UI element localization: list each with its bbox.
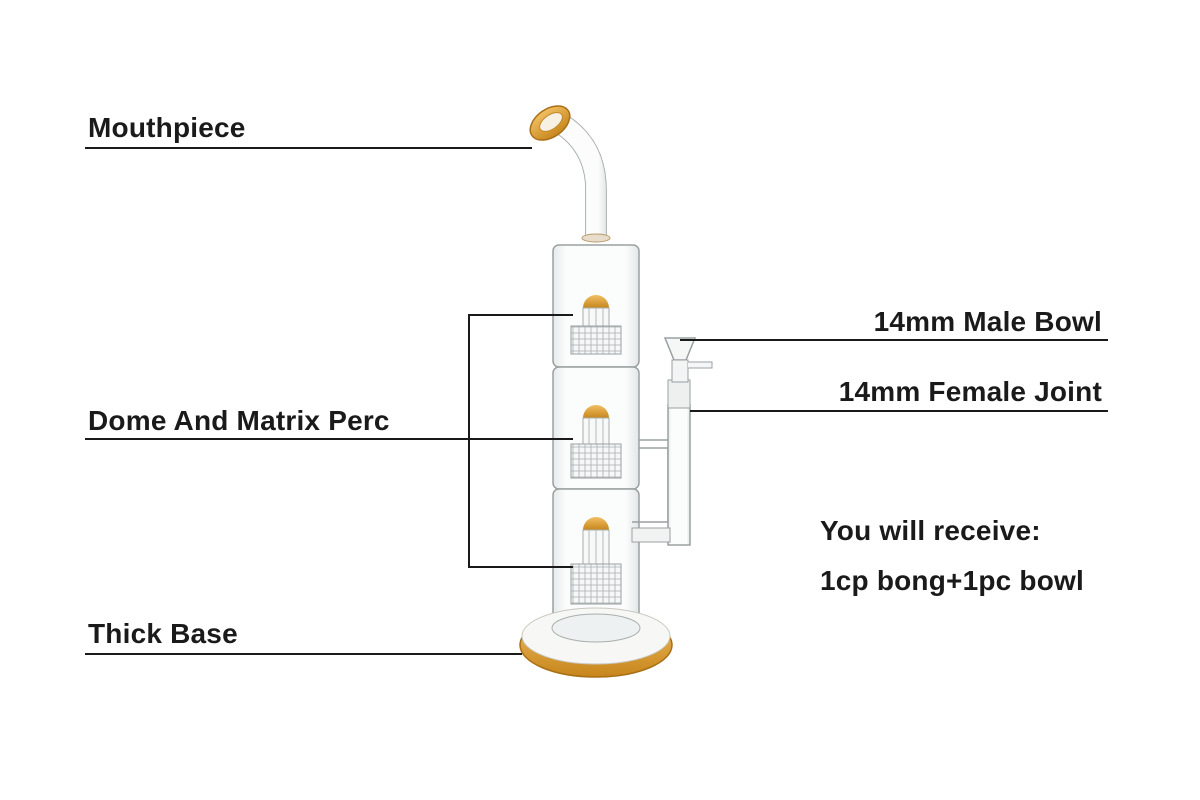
mouthpiece-label: Mouthpiece (88, 112, 246, 143)
thick-base-label: Thick Base (88, 618, 238, 649)
female-joint-leader-line (690, 410, 1108, 412)
receive-contents: 1cp bong+1pc bowl (820, 565, 1084, 596)
perc-bottom-branch-line (468, 566, 573, 568)
perc-label: Dome And Matrix Perc (88, 405, 390, 436)
thick-base-leader-line (85, 653, 522, 655)
receive-heading: You will receive: (820, 515, 1041, 546)
male-bowl-label: 14mm Male Bowl (873, 306, 1102, 337)
male-bowl-leader-line (680, 339, 1108, 341)
perc-leader-line (85, 438, 573, 440)
perc-top-branch-line (468, 314, 573, 316)
perc-bracket-line (468, 314, 470, 568)
female-joint-label: 14mm Female Joint (838, 376, 1102, 407)
mouthpiece-leader-line (85, 147, 532, 149)
